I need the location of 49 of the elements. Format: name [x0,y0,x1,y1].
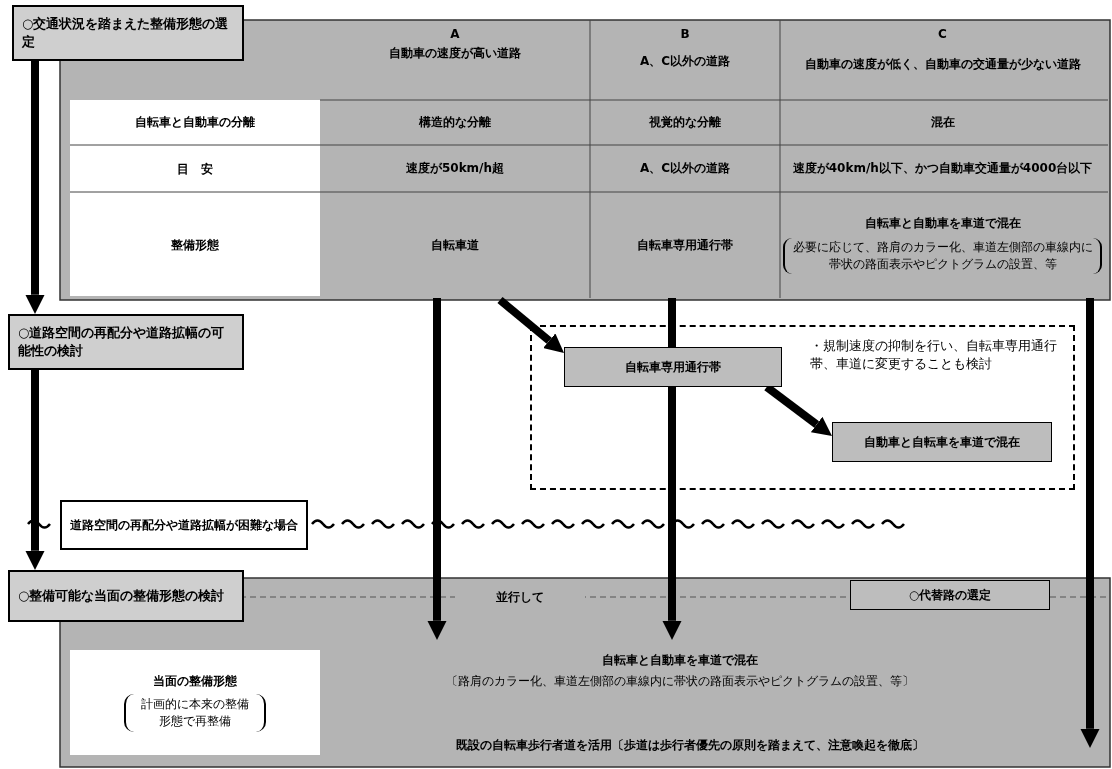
box-text: 自転車専用通行帯 [637,236,733,254]
box-text: 自転車道 [431,236,479,254]
arrow [25,370,45,570]
box-text: ○代替路の選定 [908,586,992,604]
row-header: 目 安 [176,160,214,178]
arrow [1080,298,1100,748]
note-text: 必要に応じて、路肩のカラー化、車道左側部の車線内に帯状の路面表示やピクトグラムの設置、等 [783,237,1102,274]
box-text: ○道路空間の再配分や道路拡幅の可能性の検討 [18,324,226,360]
box-text: 道路空間の再配分や道路拡幅が困難な場合 [70,516,298,534]
box-text: 自転車と自動車を車道で混在 [602,652,758,669]
box-text: 自動車と自転車を車道で混在 [864,433,1020,451]
process-box [564,347,782,387]
arrow [497,296,564,353]
process-box [850,580,1050,610]
note-text: 計画的に本来の整備形態で再整備 [124,694,266,732]
connector-line [668,298,676,347]
note-text: 並行して [455,588,585,606]
table-cell-text: 混在 [929,114,956,131]
process-box [832,422,1052,462]
column-heading: 自動車の速度が低く、自動車の交通量が少ない道路 [803,55,1082,73]
row-header: 自転車と自動車の分離 [134,113,256,131]
table-cell-text: 視覚的な分離 [648,114,722,131]
arrow [25,61,45,314]
note-text: 既設の自転車歩行者道を活用〔歩道は歩行者優先の原則を踏まえて、注意喚起を徹底〕 [455,736,925,754]
box-text: 自転車と自動車を車道で混在 [864,214,1021,232]
arrow [662,387,682,640]
table-cell-text: 構造的な分離 [418,114,492,131]
column-heading: 自動車の速度が高い道路 [388,44,522,62]
column-heading: A、C以外の道路 [638,52,732,70]
column-letter: C [937,26,948,42]
box-text: 自転車専用通行帯 [625,358,721,376]
box-text: ○交通状況を踏まえた整備形態の選定 [22,15,230,51]
arrow [427,298,447,640]
step-box [8,314,244,370]
step-box [12,5,244,61]
step-box [8,570,244,622]
row-header: 整備形態 [170,236,220,254]
dashed-region [530,325,1075,490]
condition-box [60,500,308,550]
column-letter: A [449,26,461,42]
table-cell-text: 速度が40km/h以下、かつ自動車交通量が4000台以下 [791,160,1094,177]
note-text: 〔路肩のカラー化、車道左側部の車線内に帯状の路面表示やピクトグラムの設置、等〕 [446,673,914,690]
note-box [70,650,320,755]
table-cell-text: 速度が50km/h超 [404,160,506,177]
table-cell-text: A、C以外の道路 [638,160,732,177]
column-letter: B [679,26,691,42]
box-text: ○整備可能な当面の整備形態の検討 [18,587,225,605]
heading-text: 当面の整備形態 [153,673,237,690]
box-text: ・規制速度の抑制を行い、自転車専用通行帯、車道に変更することも検討 [810,337,1058,373]
